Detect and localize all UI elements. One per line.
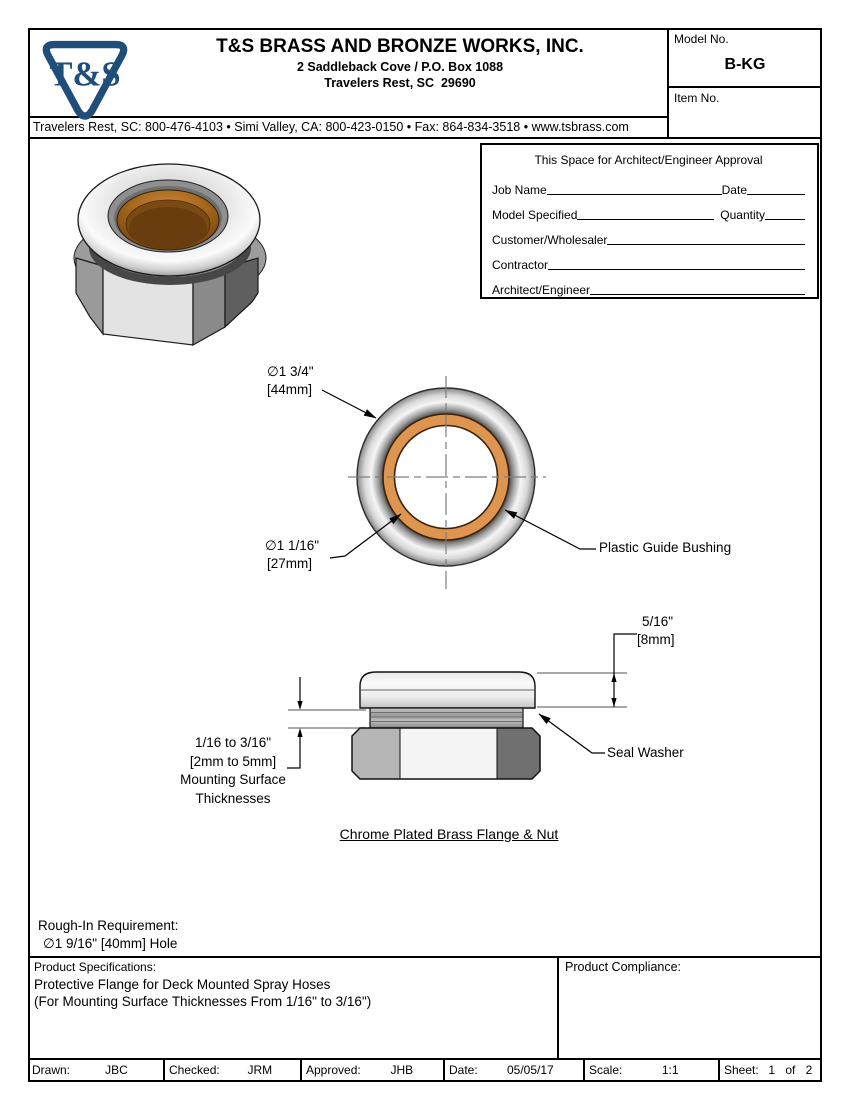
logo-triangle-icon [42,40,128,120]
item-no-label: Item No. [674,91,720,105]
contractor-blank-line [548,269,805,270]
product-compliance-label: Product Compliance: [565,960,682,974]
model-no-value: B-KG [724,56,766,73]
approval-row-customer: Customer/Wholesaler [492,222,805,247]
mounting-line-2: [2mm to 5mm] [189,753,277,769]
leader-bushing [504,509,596,550]
job-name-label: Job Name [492,183,547,197]
washer-ridges [371,712,522,722]
footer-cell-date: Date: 05/05/17 [443,1060,583,1080]
contact-info: Travelers Rest, SC: 800-476-4103 • Simi … [33,120,629,134]
company-address-line1: 2 Saddleback Cove / P.O. Box 1088 [296,60,504,74]
architect-blank-line [590,294,805,295]
scale-value: 1:1 [661,1063,679,1077]
footer-top-line [28,1058,822,1060]
approval-row-architect: Architect/Engineer [492,272,805,297]
footer-cell-scale: Scale: 1:1 [583,1060,718,1080]
approval-row-model-specified: Model Specified Quantity [492,197,805,222]
date-blank-line [747,194,805,195]
iso-view-3d [73,163,267,347]
leader-inner-diameter [329,513,402,559]
nut-outline [351,727,541,780]
flange-height-mm-label: [8mm] [637,632,675,647]
seal-washer-label: Seal Washer [607,745,684,760]
product-specifications-line2: (For Mounting Surface Thicknesses From 1… [34,994,372,1009]
title-block-footer: Drawn: JBC Checked: JRM Approved: JHB Da… [28,1060,822,1080]
approval-row-contractor: Contractor [492,247,805,272]
logo-text: T&S [49,56,120,94]
mounting-extension-lines [288,709,366,729]
ts-logo: T&S [42,40,128,120]
approval-title: This Space for Architect/Engineer Approv… [534,153,763,167]
date-value: 05/05/17 [506,1063,554,1077]
rough-in-dimension: ∅1 9/16" [40mm] Hole [43,935,178,951]
architect-approval-box: This Space for Architect/Engineer Approv… [480,143,819,299]
mounting-line-1: 1/16 to 3/16" [194,735,272,750]
leader-seal-washer [538,713,605,754]
architect-label: Architect/Engineer [492,283,591,297]
model-specified-blank-line [577,219,715,220]
drawn-label: Drawn: [32,1063,71,1077]
nut-front-face [400,728,497,779]
header-divider-line [28,116,668,118]
leader-outer-diameter [321,389,377,419]
company-address-line2: Travelers Rest, SC 29690 [324,76,476,90]
inner-diameter-inch-label: ∅1 1/16" [265,538,320,553]
inner-diameter-mm-label: [27mm] [267,556,313,571]
plastic-guide-bushing-label: Plastic Guide Bushing [599,540,732,555]
footer-cell-checked: Checked: JRM [163,1060,300,1080]
footer-cell-approved: Approved: JHB [300,1060,443,1080]
product-specifications-line1: Protective Flange for Deck Mounted Spray… [34,977,331,992]
seal-washer-profile [369,707,524,729]
model-item-divider-line [667,86,822,88]
contact-divider-line [28,137,822,139]
outer-border-frame [28,28,822,1082]
model-box-left-line [667,28,669,139]
top-view [321,376,596,589]
company-name: T&S BRASS AND BRONZE WORKS, INC. [216,36,584,57]
mounting-line-4: Thicknesses [195,790,271,806]
sheet-label: Sheet: [724,1063,759,1077]
nut-face-dividers [399,728,498,779]
flange-extension-lines [537,672,627,708]
customer-blank-line [607,244,805,245]
approval-row-job-name: Job Name Date [492,172,805,197]
checked-label: Checked: [169,1063,220,1077]
quantity-blank-line [765,219,805,220]
quantity-label: Quantity [720,208,765,222]
nut-left-face [352,728,400,779]
approved-label: Approved: [306,1063,361,1077]
customer-label: Customer/Wholesaler [492,233,608,247]
side-view [287,633,637,780]
job-name-blank-line [546,194,722,195]
flange-height-inch-label: 5/16" [642,614,674,629]
dim-height-line [613,633,637,707]
date-label: Date: [449,1063,478,1077]
date-label: Date [721,183,747,197]
mounting-line-3: Mounting Surface [180,772,286,787]
scale-label: Scale: [589,1063,623,1077]
rough-in-requirement: Rough-In Requirement: ∅1 9/16" [40mm] Ho… [38,917,178,952]
model-no-label: Model No. [674,32,729,46]
footer-cell-sheet: Sheet: 1 of 2 [718,1060,822,1080]
company-header: T&S BRASS AND BRONZE WORKS, INC. 2 Saddl… [150,36,650,90]
nut-right-face [497,728,540,779]
rough-in-title: Rough-In Requirement: [38,918,179,933]
mounting-thickness-note: 1/16 to 3/16" [2mm to 5mm] Mounting Surf… [162,734,304,808]
contractor-label: Contractor [492,258,549,272]
drawing-caption: Chrome Plated Brass Flange & Nut [339,826,559,842]
product-specifications-label: Product Specifications: [34,960,157,974]
dim-mount-lower-line [287,737,301,769]
footer-cell-drawn: Drawn: JBC [28,1060,163,1080]
model-specified-label: Model Specified [492,208,578,222]
checked-value: JRM [247,1063,273,1077]
outer-diameter-inch-label: ∅1 3/4" [267,364,314,379]
approved-value: JHB [390,1063,414,1077]
sheet-value: 1 of 2 [768,1063,813,1077]
spec-box-top-line [28,956,822,958]
outer-diameter-mm-label: [44mm] [267,382,313,397]
drawn-value: JBC [105,1063,128,1077]
spec-compliance-divider-line [557,956,559,1060]
